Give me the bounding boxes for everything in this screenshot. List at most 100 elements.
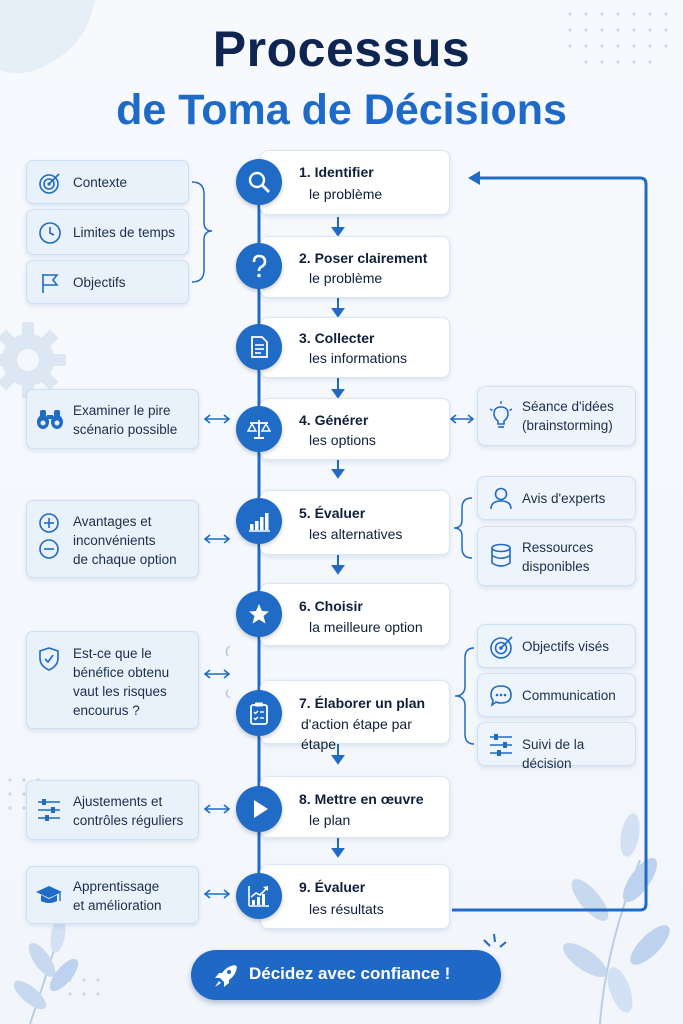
pros-cons-line-3: de chaque option: [73, 552, 177, 567]
step-6-title: 6. Choisir: [299, 598, 363, 614]
flag-icon: [42, 274, 59, 293]
time-limits-label: Limites de temps: [73, 225, 176, 240]
lightbulb-icon: [489, 401, 513, 428]
step-3-subtitle: les informations: [309, 350, 408, 366]
benefit-risk-line-4: encourus ?: [73, 703, 140, 718]
resources-box: Ressources disponibles: [477, 526, 636, 586]
target-icon: [490, 636, 513, 659]
play-icon: [254, 800, 268, 818]
star-icon: [249, 604, 269, 624]
step-1-badge: [236, 159, 282, 205]
step-5-badge: [236, 498, 282, 544]
cta-button[interactable]: Décidez avec confiance !: [191, 950, 501, 1000]
leaves-decor-left: [13, 917, 79, 1024]
step-9-card: 9. Évaluer les résultats: [260, 864, 450, 929]
step-6-subtitle: la meilleure option: [309, 619, 423, 635]
sliders-icon: [490, 734, 512, 756]
step-4-card: 4. Générer les options: [260, 398, 450, 460]
context-box: Contexte: [26, 160, 189, 204]
step-8-card: 8. Mettre en œuvre le plan: [260, 776, 450, 838]
chat-bubble-icon: [490, 685, 512, 707]
tracking-label: Suivi de la décision: [522, 737, 585, 771]
step-8-title: 8. Mettre en œuvre: [299, 791, 424, 807]
growth-chart-icon: [248, 886, 269, 907]
step-4-title: 4. Générer: [299, 412, 369, 428]
sparkle-icon: [483, 933, 507, 948]
step-2-title: 2. Poser clairement: [299, 250, 428, 266]
resources-line-1: Ressources: [522, 540, 594, 555]
pros-cons-box: Avantages et inconvénients de chaque opt…: [26, 500, 199, 578]
question-icon: [252, 254, 267, 278]
step-9-subtitle: les résultats: [309, 901, 384, 917]
pros-cons-line-1: Avantages et: [73, 514, 152, 529]
step-2-subtitle: le problème: [309, 270, 383, 286]
bar-chart-icon: [249, 513, 270, 532]
experts-label: Avis d'experts: [522, 491, 606, 506]
targets-label: Objectifs visés: [522, 639, 610, 654]
context-label: Contexte: [73, 175, 128, 190]
clipboard-icon: [250, 702, 268, 725]
adjustments-box: Ajustements et contrôles réguliers: [26, 780, 199, 840]
step-9-title: 9. Évaluer: [299, 879, 366, 895]
step-8-badge: [236, 786, 282, 832]
learning-box: Apprentissage et amélioration: [26, 866, 199, 924]
step-5-title: 5. Évaluer: [299, 505, 366, 521]
step-1-card: 1. Identifier le problème: [260, 150, 450, 215]
tracking-box: Suivi de la décision: [477, 722, 636, 771]
step-4-subtitle: les options: [309, 432, 376, 448]
benefit-risk-line-1: Est-ce que le: [73, 646, 152, 661]
worst-case-line-1: Examiner le pire: [73, 403, 171, 418]
worst-case-line-2: scénario possible: [73, 422, 178, 437]
step-7-card: 7. Élaborer un plan d'action étape par é…: [260, 680, 450, 752]
sliders-icon: [38, 799, 60, 821]
learning-line-2: et amélioration: [73, 898, 162, 913]
brainstorm-box: Séance d'idées (brainstorming): [477, 386, 636, 446]
step-3-title: 3. Collecter: [299, 330, 375, 346]
step-1-subtitle: le problème: [309, 186, 383, 202]
worst-case-box: Examiner le pire scénario possible: [26, 389, 199, 449]
brainstorm-line-2: (brainstorming): [522, 418, 613, 433]
step-2-badge: [236, 243, 282, 289]
pros-cons-line-2: inconvénients: [73, 533, 156, 548]
step-7-subtitle: d'action étape par étape: [301, 716, 412, 752]
document-icon: [251, 336, 268, 358]
communication-label: Communication: [522, 688, 616, 703]
plus-minus-icon: [39, 513, 59, 559]
step-5-subtitle: les alternatives: [309, 526, 403, 542]
benefit-risk-line-3: vaut les risques: [73, 684, 167, 699]
step-6-card: 6. Choisir la meilleure option: [260, 583, 450, 646]
rocket-icon: [215, 965, 237, 987]
step-6-badge: [236, 591, 282, 637]
binoculars-icon: [37, 410, 63, 429]
step-3-card: 3. Collecter les informations: [260, 317, 450, 378]
step-8-subtitle: le plan: [309, 812, 351, 828]
step-1-title: 1. Identifier: [299, 164, 374, 180]
benefit-risk-box: Est-ce que le bénéfice obtenu vaut les r…: [26, 631, 199, 729]
adjustments-line-2: contrôles réguliers: [73, 813, 184, 828]
objectives-label: Objectifs: [73, 275, 126, 290]
step-7-title: 7. Élaborer un plan: [299, 695, 426, 711]
brainstorm-line-1: Séance d'idées: [522, 399, 614, 414]
database-icon: [491, 543, 511, 567]
cta-label: Décidez avec confiance !: [249, 964, 451, 983]
communication-box: Communication: [477, 673, 636, 717]
balance-scale-icon: [247, 420, 271, 439]
time-limits-box: Limites de temps: [26, 209, 189, 255]
step-3-badge: [236, 324, 282, 370]
experts-box: Avis d'experts: [477, 476, 636, 520]
step-2-card: 2. Poser clairement le problème: [260, 236, 450, 298]
step-5-card: 5. Évaluer les alternatives: [260, 490, 450, 555]
graduation-cap-icon: [36, 886, 62, 903]
title-line-1: Processus: [212, 21, 471, 77]
search-icon: [248, 171, 270, 193]
targets-box: Objectifs visés: [477, 624, 636, 668]
step-4-badge: [236, 406, 282, 452]
target-icon: [39, 173, 60, 194]
step-9-badge: [236, 873, 282, 919]
benefit-risk-line-2: bénéfice obtenu: [73, 665, 170, 680]
step-7-badge: [236, 690, 282, 736]
title-line-2: de Toma de Décisions: [116, 86, 567, 134]
user-icon: [490, 487, 512, 510]
